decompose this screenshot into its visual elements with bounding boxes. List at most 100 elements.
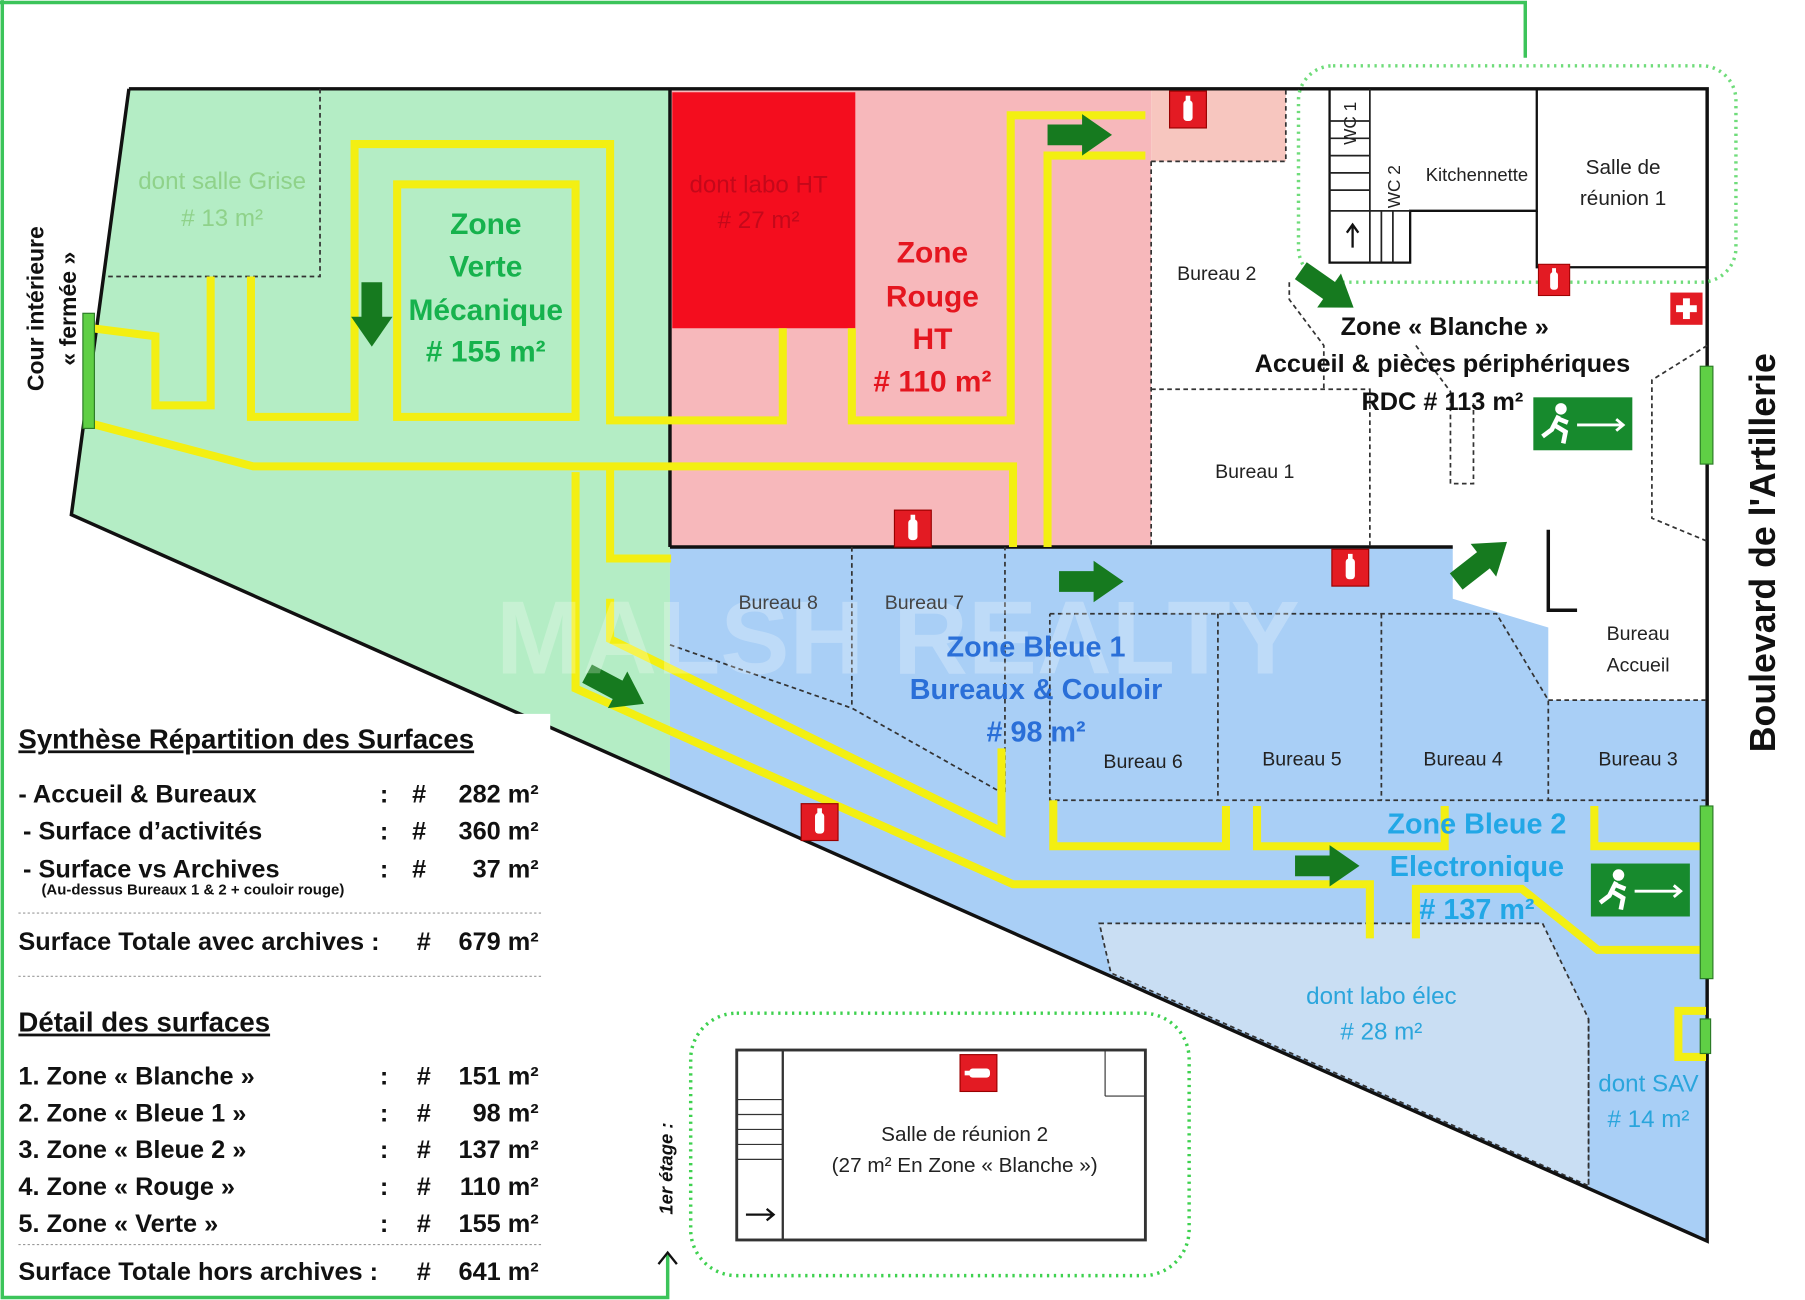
synthese-row-label: - Accueil & Bureaux — [18, 781, 256, 809]
meeting-room-1-label-2: réunion 1 — [1580, 187, 1666, 210]
evacuation-paths — [91, 111, 1707, 1061]
salle-grise-label: dont salle Grise — [138, 168, 306, 195]
total-without-archives-hash: # — [417, 1258, 431, 1286]
sav-label: dont SAV — [1598, 1070, 1698, 1097]
detail-title: Détail des surfaces — [18, 1007, 270, 1038]
labo-ht-area: # 27 m² — [718, 207, 800, 234]
stairs — [1329, 88, 1411, 263]
sav-area: # 14 m² — [1607, 1106, 1689, 1133]
detail-row-value: 110 m² — [460, 1173, 539, 1201]
salle-grise-area: # 13 m² — [181, 205, 263, 232]
wall — [1535, 210, 1708, 269]
site-boundary-left — [0, 0, 670, 1300]
total-with-archives-hash: # — [417, 928, 431, 956]
detail-row-label: 2. Zone « Bleue 1 » — [18, 1099, 246, 1127]
partition — [669, 546, 1006, 796]
total-with-archives-label: Surface Totale avec archives : — [18, 928, 379, 956]
wall — [1328, 88, 1538, 264]
zone-bleue-2-title: Zone Bleue 2 — [1387, 809, 1566, 841]
labo-ht-label: dont labo HT — [689, 171, 828, 198]
total-with-archives-value: 679 m² — [459, 928, 539, 956]
detail-row-hash: # — [417, 1210, 431, 1238]
arrow-up-right-icon — [1443, 525, 1520, 598]
bureau-accueil-label: Bureau — [1607, 623, 1670, 645]
partition — [1288, 282, 1325, 392]
partition-bureaux — [1048, 612, 1550, 802]
kitchen-label: Kitchennette — [1426, 164, 1528, 185]
first-aid-icon — [1670, 292, 1703, 325]
fire-extinguisher-icon — [1331, 548, 1370, 587]
detail-row-value: 137 m² — [459, 1136, 539, 1164]
labo-elec-label: dont labo élec — [1306, 983, 1456, 1010]
zone-bleue-1-title: Zone Bleue 1 — [947, 631, 1126, 663]
detail-row-sep: : — [380, 1210, 388, 1238]
zone-bleue-2-desc: Electronique — [1390, 851, 1564, 883]
bureau-3-label: Bureau 3 — [1598, 749, 1677, 771]
partition-salle-grise — [105, 88, 321, 278]
labo-ht — [672, 92, 856, 329]
detail-row-label: 1. Zone « Blanche » — [18, 1063, 254, 1091]
fire-extinguisher-icon — [1537, 263, 1571, 297]
total-without-archives-label: Surface Totale hors archives : — [18, 1258, 378, 1286]
zone-rouge-title-2: Rouge — [886, 280, 979, 313]
fire-extinguisher-icon — [1168, 90, 1207, 129]
detail-row-value: 151 m² — [459, 1063, 539, 1091]
detail-row-sep: : — [380, 1063, 388, 1091]
zone-bleue-1-area: # 98 m² — [986, 717, 1085, 749]
total-without-archives-value: 641 m² — [459, 1258, 539, 1286]
zone-rouge-area: # 110 m² — [873, 366, 991, 399]
meeting-room-1-label: Salle de — [1586, 156, 1661, 179]
door-street-main — [1699, 365, 1714, 465]
bureau-1-label: Bureau 1 — [1215, 461, 1294, 483]
detail-row-label: 4. Zone « Rouge » — [18, 1173, 235, 1201]
door-courtyard — [82, 312, 95, 429]
meeting-room-2-note: (27 m² En Zone « Blanche ») — [832, 1154, 1098, 1177]
detail-row-sep: : — [380, 1136, 388, 1164]
bureau-8-label: Bureau 8 — [739, 592, 818, 614]
detail-row-hash: # — [417, 1063, 431, 1091]
wc1-label: WC 1 — [1340, 102, 1360, 145]
detail-row-label: 5. Zone « Verte » — [18, 1210, 218, 1238]
synthese-row-sep: : — [380, 817, 388, 845]
labo-elec-area: # 28 m² — [1340, 1019, 1422, 1046]
stair-up-arrow-icon — [657, 1250, 678, 1265]
bureau-7-label: Bureau 7 — [885, 592, 964, 614]
zone-rouge-type: HT — [912, 323, 952, 356]
street-label: Boulevard de l'Artillerie — [1743, 353, 1783, 752]
labo-elec-area — [1098, 922, 1590, 1188]
zone-verte — [71, 88, 670, 780]
zone-bleue-1-desc: Bureaux & Couloir — [910, 674, 1163, 706]
partition — [1415, 345, 1475, 485]
fire-extinguisher-icon — [800, 803, 839, 842]
bureau-accueil-label-2: Accueil — [1607, 654, 1670, 676]
zone-blanche-area: RDC # 113 m² — [1361, 388, 1523, 416]
synthese-row-value: 360 m² — [459, 817, 539, 845]
bureau-4-label: Bureau 4 — [1423, 749, 1502, 771]
partition — [1151, 88, 1287, 163]
partition — [1151, 388, 1371, 547]
synthese-row-sep: : — [380, 855, 388, 883]
synthese-row-hash: # — [412, 817, 426, 845]
first-floor-plan — [735, 1048, 1147, 1242]
zone-blanche-title: Zone « Blanche » — [1341, 313, 1549, 341]
bureau-6-label: Bureau 6 — [1103, 751, 1182, 773]
watermark: MALSH REALTY — [496, 580, 1300, 696]
fire-extinguisher-icon — [959, 1054, 998, 1093]
emergency-exit-icon — [1533, 397, 1632, 450]
partition — [1651, 344, 1708, 543]
surface-legend: Synthèse Répartition des Surfaces - Accu… — [9, 713, 551, 1290]
detail-row-label: 3. Zone « Bleue 2 » — [18, 1136, 246, 1164]
synthese-row-value: 37 m² — [473, 855, 539, 883]
door-street-bleue2 — [1699, 805, 1714, 980]
door-sav — [1699, 1018, 1712, 1055]
zone-blanche-desc: Accueil & pièces périphériques — [1255, 350, 1631, 378]
detail-row-value: 155 m² — [459, 1210, 539, 1238]
first-floor-outline — [688, 1011, 1191, 1278]
first-floor-label: 1er étage : — [655, 1123, 676, 1215]
fire-extinguisher-icon — [893, 509, 932, 548]
zone-rouge-title: Zone — [897, 237, 968, 270]
wc2-label: WC 2 — [1384, 165, 1404, 208]
detail-row-hash: # — [417, 1136, 431, 1164]
synthese-row-sep: : — [380, 781, 388, 809]
